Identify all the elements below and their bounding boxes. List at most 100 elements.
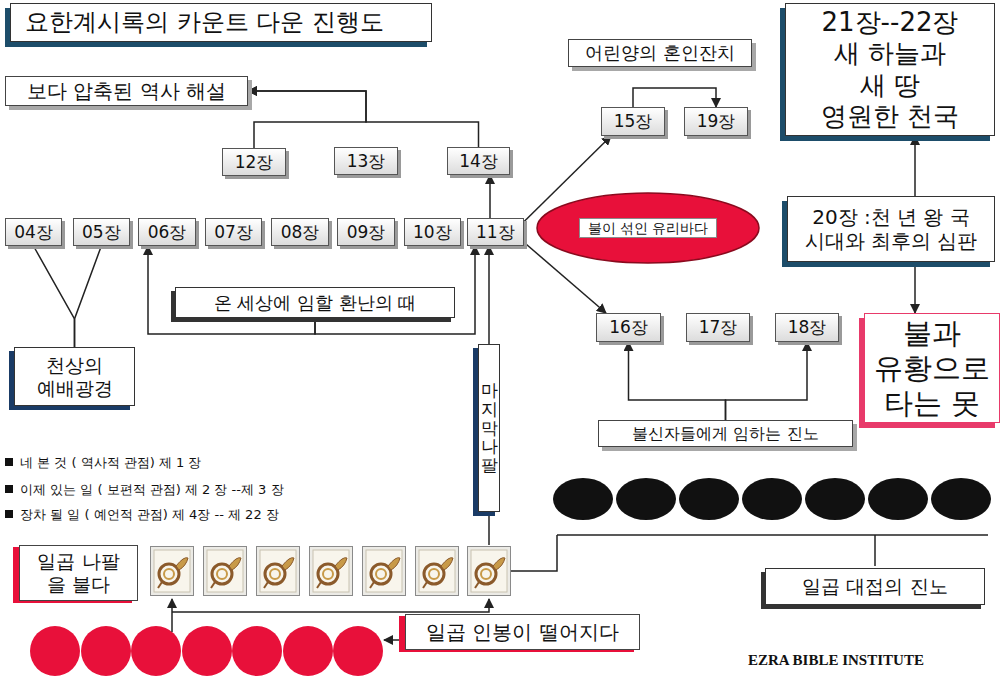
- note: 네 본 것 ( 역사적 관점) 제 1 장: [20, 454, 201, 472]
- seal-circle: [333, 626, 383, 676]
- node-text: 일곱 대접의 진노: [802, 575, 947, 598]
- publisher: EZRA BIBLE INSTITUTE: [748, 652, 924, 669]
- connector-arrow: [726, 342, 808, 420]
- node-text: 천상의 예배광경: [36, 354, 114, 400]
- node-text: 온 세상에 임할 환난의 때: [214, 292, 417, 314]
- node-text: 일곱 나팔 을 불다: [36, 550, 121, 596]
- node-text: 05장: [82, 222, 121, 242]
- chapter-box: 19장: [684, 107, 748, 136]
- connector-arrow: [248, 91, 479, 147]
- seal-wire: [384, 639, 403, 641]
- node-text: 12장: [235, 152, 274, 172]
- trumpet-icon: [363, 547, 406, 596]
- worship-box: 천상의 예배광경: [14, 347, 135, 406]
- node-text: 17장: [699, 317, 738, 337]
- trumpet-icon: [151, 547, 194, 596]
- wrath-box: 불신자들에게 임하는 진노: [598, 420, 853, 447]
- trumpet-wire: [488, 514, 490, 545]
- trumpet-icon: [416, 547, 459, 596]
- bowl-ellipse: [679, 478, 739, 520]
- connector-arrow: [489, 175, 491, 218]
- connector-arrow: [34, 246, 75, 347]
- node-text: 13장: [347, 151, 386, 171]
- trumpet-icon: [310, 547, 353, 596]
- connector-arrow: [914, 136, 916, 196]
- chapter-box: 06장: [138, 218, 196, 246]
- node-text: 04장: [14, 222, 53, 242]
- seal-wire: [172, 599, 489, 612]
- seal-wire: [171, 599, 173, 632]
- chapter-box: 15장: [601, 107, 665, 136]
- connector-arrow: [488, 246, 490, 344]
- chapter-box: 05장: [73, 218, 130, 246]
- node-text: 08장: [281, 222, 320, 242]
- trumpets: [151, 547, 511, 596]
- node-text: 15장: [614, 111, 653, 131]
- trumpet-icon: [257, 547, 300, 596]
- trumpet-box: 일곱 나팔 을 불다: [19, 545, 138, 601]
- bowl-ellipse: [616, 478, 676, 520]
- bowl-ellipse: [553, 478, 613, 520]
- bowl-ellipse: [931, 478, 991, 520]
- seal-circle: [182, 626, 232, 676]
- bullets: [5, 458, 13, 518]
- chapter-box: 10장: [404, 218, 461, 246]
- chapter-box: 12장: [222, 148, 286, 176]
- node-text: 어린양의 혼인잔치: [585, 42, 735, 64]
- node-text: 불과 유황으로 타는 못: [873, 316, 991, 420]
- node-text: 10장: [413, 222, 452, 242]
- title: 요한계시록의 카운트 다운 진행도: [10, 3, 432, 42]
- chapter-box: 14장: [447, 147, 510, 175]
- caption-box: 어린양의 혼인잔치: [568, 39, 752, 67]
- connector-arrow: [75, 246, 102, 347]
- note: 장차 될 일 ( 예언적 관점) 제 4장 -- 제 22 장: [20, 506, 279, 524]
- trumpet-wire: [511, 535, 557, 571]
- sea-ellipse: 불이 섞인 유리바다: [535, 192, 761, 264]
- node-text: 불이 섞인 유리바다: [579, 218, 718, 239]
- node-text: 07장: [214, 222, 253, 242]
- chapter-box: 07장: [205, 218, 262, 246]
- node-text: 09장: [347, 222, 386, 242]
- vertical-box: 마지막나팔: [478, 344, 500, 512]
- bowl-ellipse: [742, 478, 802, 520]
- note: 이제 있는 일 ( 보편적 관점) 제 2 장 --제 3 장: [20, 481, 284, 499]
- node-text: 06장: [148, 222, 187, 242]
- node-text: 일곱 인봉이 떨어지다: [426, 620, 619, 644]
- tribulation-box: 온 세상에 임할 환난의 때: [175, 287, 455, 318]
- seal-circle: [131, 626, 181, 676]
- seal-circle: [81, 626, 131, 676]
- bowl-box: 일곱 대접의 진노: [765, 568, 985, 605]
- lake-box: 불과 유황으로 타는 못: [864, 313, 1000, 423]
- heaven-box: 21장--22장 새 하늘과 새 땅 영원한 천국: [785, 3, 995, 136]
- seal-box: 일곱 인봉이 떨어지다: [405, 614, 640, 650]
- chapter-box: 11장: [467, 218, 524, 246]
- connector-arrow: [248, 91, 366, 148]
- bowls: [553, 478, 991, 520]
- chapter-box: 13장: [334, 147, 398, 175]
- millennium-box: 20장 :천 년 왕 국 시대와 최후의 심판: [787, 196, 995, 262]
- seal-circle: [232, 626, 282, 676]
- chapter-box: 16장: [596, 313, 661, 342]
- node-text: 마지막나팔: [481, 381, 498, 474]
- node-text: 20장 :천 년 왕 국 시대와 최후의 심판: [804, 205, 979, 253]
- connector-arrow: [914, 262, 916, 313]
- node-text: 16장: [609, 317, 648, 337]
- seal-circle: [30, 626, 80, 676]
- node-text: 보다 압축된 역사 해설: [27, 79, 226, 103]
- bowl-ellipse: [868, 478, 928, 520]
- trumpet-icon: [204, 547, 247, 596]
- summary-box: 보다 압축된 역사 해설: [5, 76, 248, 106]
- node-text: 18장: [788, 317, 827, 337]
- connector-arrow: [633, 88, 716, 107]
- chapter-box: 18장: [775, 313, 839, 342]
- bullet: [5, 485, 13, 493]
- seals: [30, 626, 383, 676]
- node-text: 21장--22장 새 하늘과 새 땅 영원한 천국: [820, 7, 961, 132]
- connector-arrow: [629, 342, 726, 420]
- trumpet-icon: [468, 547, 511, 596]
- chapter-box: 09장: [337, 218, 395, 246]
- chapter-box: 04장: [5, 218, 62, 246]
- chapter-box: 17장: [686, 313, 750, 342]
- node-text: 14장: [459, 151, 498, 171]
